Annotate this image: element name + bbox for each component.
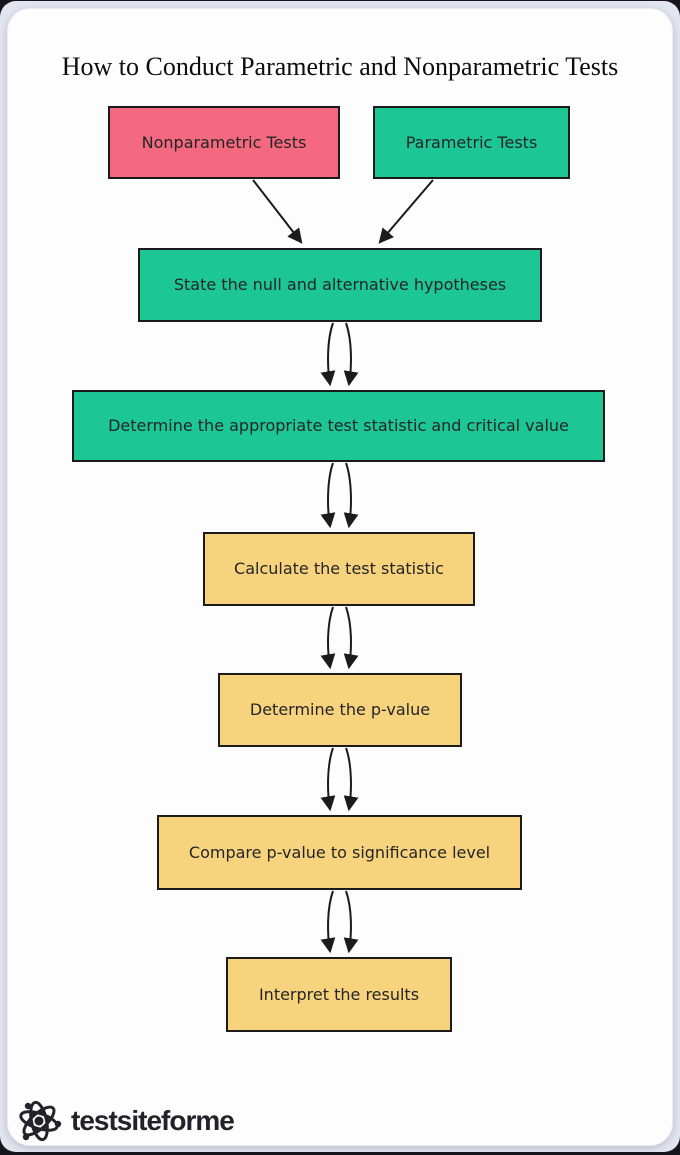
node-determine-p-value: Determine the p-value — [218, 673, 462, 747]
node-label: Interpret the results — [258, 984, 420, 1004]
node-label: Calculate the test statistic — [234, 559, 444, 579]
atom-icon — [19, 1100, 62, 1142]
node-determine-test-statistic: Determine the appropriate test statistic… — [72, 390, 605, 462]
node-interpret-results: Interpret the results — [226, 957, 452, 1032]
node-compare-p-value: Compare p-value to significance level — [157, 815, 522, 890]
node-label: Determine the appropriate test statistic… — [108, 416, 569, 436]
page-title: How to Conduct Parametric and Nonparamet… — [61, 52, 619, 81]
node-label: Nonparametric Tests — [141, 132, 307, 152]
node-state-hypotheses: State the null and alternative hypothese… — [138, 248, 542, 322]
node-label: State the null and alternative hypothese… — [173, 275, 507, 295]
brand-name: testsiteforme — [71, 1105, 235, 1136]
node-label: Compare p-value to significance level — [188, 842, 491, 862]
node-calculate-test-statistic: Calculate the test statistic — [203, 532, 475, 606]
node-parametric-tests: Parametric Tests — [373, 106, 570, 179]
node-nonparametric-tests: Nonparametric Tests — [108, 106, 340, 179]
node-label: Determine the p-value — [249, 700, 431, 720]
brand-logo: testsiteforme — [16, 1097, 235, 1145]
node-label: Parametric Tests — [405, 132, 538, 152]
